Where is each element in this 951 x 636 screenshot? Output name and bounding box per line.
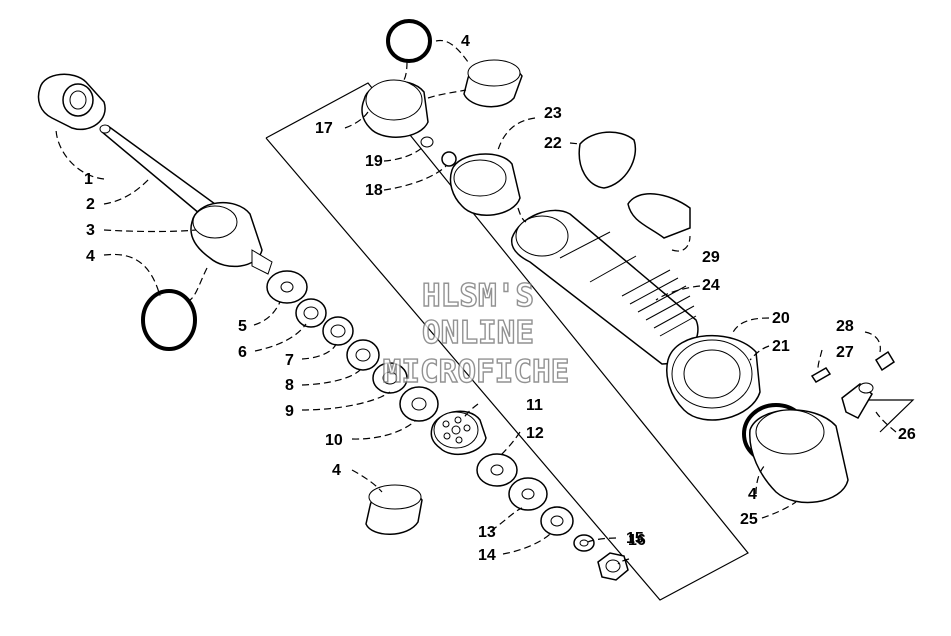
bladder-disc-part [578,131,637,189]
washer-part [573,534,595,552]
callout-26: 26 [898,426,916,443]
rod-end-bearing-part [190,201,273,275]
callout-17: 17 [315,120,333,137]
washer-part [266,270,308,304]
callout-24: 24 [702,277,720,294]
nut-part [597,552,629,581]
callout-8: 8 [285,377,294,394]
reservoir-end-cap-part [361,79,429,138]
callout-16: 16 [628,532,646,549]
callout-27: 27 [836,344,854,361]
wear-band-part [365,484,423,535]
callout-20: 20 [772,310,790,327]
label-decal-part [627,193,691,239]
washer-part [476,453,518,487]
shock-body-part [510,209,699,365]
watermark-line-1: HLSM'S [422,278,534,314]
callout-1: 1 [84,171,93,188]
spring-adjuster-ring-part [666,334,761,421]
callout-21: 21 [772,338,790,355]
watermark-line-3: MICROFICHE [383,354,570,390]
washer-part [346,339,380,371]
callout-18: 18 [365,182,383,199]
valve-core-insert-part [810,367,832,383]
callout-10: 10 [325,432,343,449]
assembly-frame [265,82,749,601]
watermark-line-2: ONLINE [422,315,534,351]
callout-7: 7 [285,352,294,369]
washer-part [399,386,439,422]
eyelet-bushing-part [37,73,106,131]
callout-29: 29 [702,249,720,266]
callout-14: 14 [478,547,496,564]
reservoir-body-part [749,409,849,504]
callout-13: 13 [478,524,496,541]
washer-part [322,316,354,346]
valve-cap-part [874,350,896,372]
washer-part [295,298,327,328]
callout-6: 6 [238,344,247,361]
callout-4: 4 [332,462,341,479]
valve-assembly-frame [869,399,915,433]
callout-12: 12 [526,425,544,442]
washer-part [508,477,548,511]
schrader-valve-part [841,382,874,419]
washer-part [540,506,574,536]
o-ring-part [141,289,197,351]
callout-25: 25 [740,511,758,528]
callout-28: 28 [836,318,854,335]
callout-4: 4 [748,486,757,503]
callout-23: 23 [544,105,562,122]
snap-ring-part [420,136,434,148]
callout-2: 2 [86,196,95,213]
washer-part [372,362,408,394]
callout-4: 4 [86,248,95,265]
callout-22: 22 [544,135,562,152]
callout-9: 9 [285,403,294,420]
callout-19: 19 [365,153,383,170]
wear-band-part [463,59,523,108]
callout-4: 4 [461,33,470,50]
o-ring-part [386,19,432,63]
callout-11: 11 [526,397,543,414]
floating-piston-part [449,153,521,216]
callout-5: 5 [238,318,247,335]
piston-part [430,410,487,456]
callout-15: 15 [626,530,644,547]
valve-core-part [441,151,457,167]
callout-3: 3 [86,222,95,239]
